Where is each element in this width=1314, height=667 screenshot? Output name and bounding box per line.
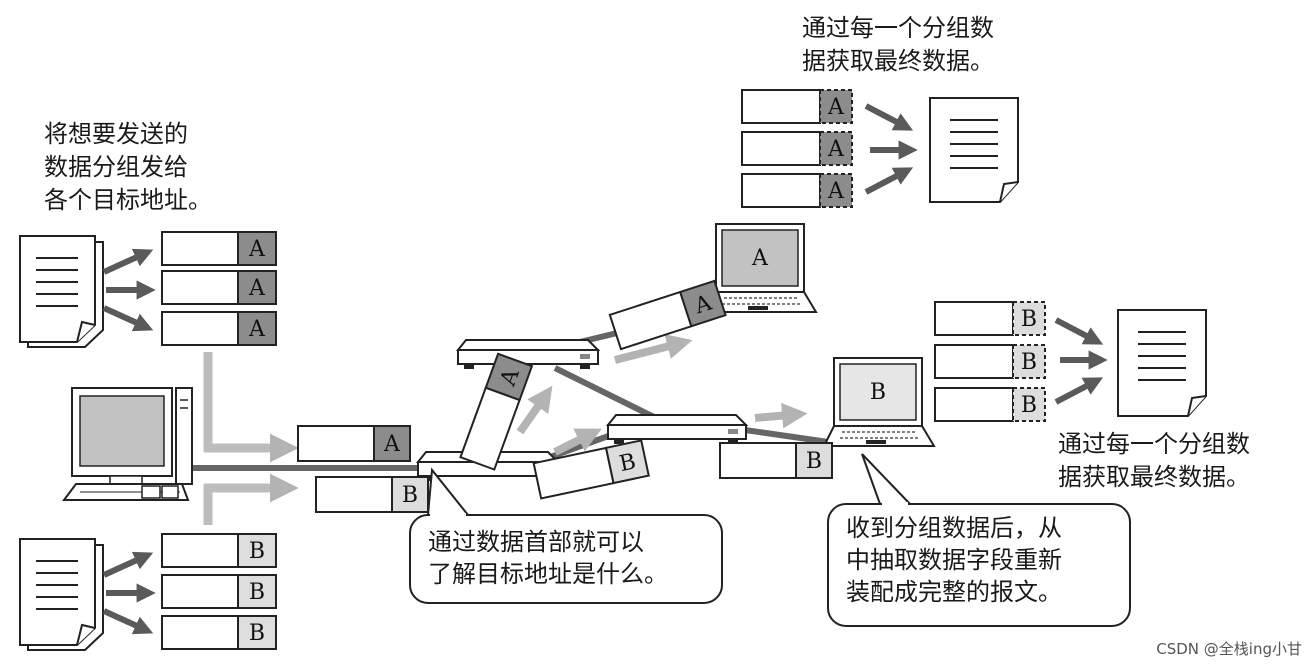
callout-reassemble-line-3: 装配成完整的报文。: [846, 578, 1062, 606]
laptop-b-label: B: [870, 380, 886, 405]
laptop-icon-a: A: [704, 223, 818, 313]
document-icon-send-a: [19, 235, 104, 348]
callout-reassemble-line-2: 中抽取数据字段重新: [846, 546, 1062, 574]
svg-text:A: A: [827, 179, 845, 204]
svg-text:B: B: [249, 580, 265, 605]
packet-transit-b-2: B: [532, 439, 650, 500]
packet-send-a-3: A: [161, 311, 277, 346]
document-icon-send-b: [19, 538, 104, 651]
document-icon-receive-b: [1117, 309, 1207, 417]
caption-receive-a: 通过每一个分组数 据获取最终数据。: [802, 12, 994, 78]
flow-arrow-4: [754, 402, 808, 429]
svg-text:B: B: [806, 449, 822, 474]
callout-reassemble-line-1: 收到分组数据后，从: [846, 514, 1062, 542]
svg-text:B: B: [1021, 307, 1037, 332]
packet-send-a-2: A: [161, 270, 277, 305]
svg-text:A: A: [248, 317, 266, 342]
callout-reassemble-bubble: [827, 453, 1131, 627]
split-arrows-b: [102, 551, 156, 635]
router-icon-2: [455, 339, 601, 369]
flow-arrow-2: [553, 428, 602, 456]
svg-text:A: A: [248, 237, 266, 262]
svg-text:B: B: [249, 539, 265, 564]
caption-receive-a-line-2: 据获取最终数据。: [802, 47, 994, 75]
svg-text:A: A: [248, 276, 266, 301]
flow-line-a: [203, 352, 299, 463]
callout-header-text: 通过数据首部就可以 了解目标地址是什么。: [428, 526, 668, 590]
svg-text:B: B: [249, 621, 265, 646]
svg-text:B: B: [402, 483, 418, 508]
svg-text:A: A: [827, 95, 845, 120]
flow-arrow-3: [614, 334, 693, 364]
flow-arrow-1: [516, 385, 553, 435]
packet-send-b-2: B: [161, 574, 277, 609]
packet-transit-a-1: A: [297, 425, 411, 462]
desktop-computer-icon: [62, 387, 193, 501]
packet-send-a-1: A: [161, 231, 277, 266]
flow-line-b: [203, 473, 299, 525]
merge-arrows-a: [864, 103, 918, 195]
caption-send-line-3: 各个目标地址。: [44, 186, 212, 214]
svg-text:A: A: [383, 432, 401, 457]
packet-receive-b-2: B: [934, 344, 1046, 379]
svg-text:B: B: [617, 449, 638, 477]
caption-receive-a-line-1: 通过每一个分组数: [802, 14, 994, 42]
callout-header-bubble: [409, 467, 723, 604]
packet-receive-b-3: B: [934, 387, 1046, 422]
caption-receive-b-line-1: 通过每一个分组数: [1058, 430, 1250, 458]
packet-transit-b-1: B: [315, 476, 429, 513]
caption-send: 将想要发送的 数据分组发给 各个目标地址。: [44, 118, 212, 217]
split-arrows-a: [102, 248, 156, 332]
merge-arrows-b: [1054, 317, 1108, 405]
caption-receive-b: 通过每一个分组数 据获取最终数据。: [1058, 428, 1250, 494]
flow-arrows: [516, 334, 808, 456]
packet-receive-b-1: B: [934, 301, 1046, 336]
caption-send-line-1: 将想要发送的: [44, 120, 188, 148]
link-router2-router3: [553, 365, 662, 423]
callout-reassemble-text: 收到分组数据后，从 中抽取数据字段重新 装配成完整的报文。: [846, 512, 1062, 608]
caption-receive-b-line-2: 据获取最终数据。: [1058, 463, 1250, 491]
svg-text:B: B: [1021, 393, 1037, 418]
packet-send-b-3: B: [161, 615, 277, 650]
packet-receive-a-3: A: [741, 173, 853, 208]
router-icon-3: [605, 414, 749, 444]
caption-send-line-2: 数据分组发给: [44, 153, 188, 181]
watermark: CSDN @全栈ing小甘: [1156, 640, 1302, 658]
packet-send-b-1: B: [161, 533, 277, 568]
callout-header-line-1: 通过数据首部就可以: [428, 528, 644, 556]
laptop-a-label: A: [751, 246, 769, 271]
svg-text:A: A: [827, 137, 845, 162]
packet-transit-b-3: B: [719, 442, 833, 479]
document-icon-receive-a: [929, 97, 1019, 203]
packet-receive-a-2: A: [741, 131, 853, 166]
laptop-icon-b: B: [822, 357, 936, 447]
svg-text:B: B: [1021, 350, 1037, 375]
packet-receive-a-1: A: [741, 89, 853, 124]
packet-transit-a-3: A: [608, 279, 727, 351]
callout-header-line-2: 了解目标地址是什么。: [428, 560, 668, 588]
packet-transit-a-2: A: [459, 352, 534, 471]
